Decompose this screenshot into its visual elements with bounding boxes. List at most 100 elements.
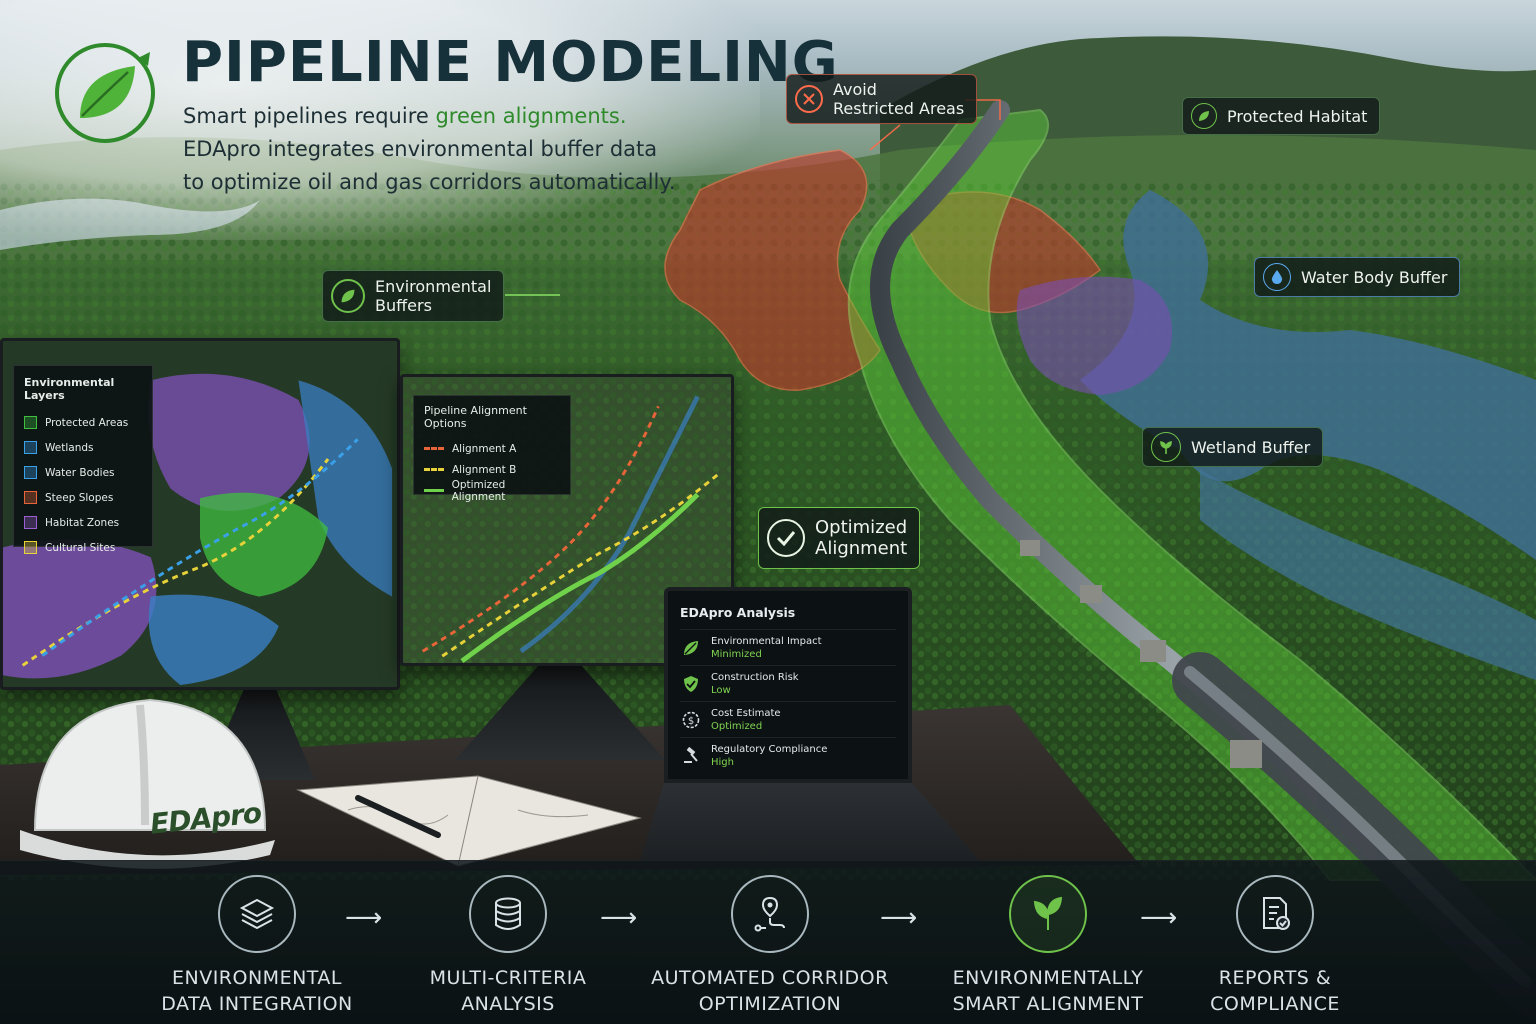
layer-label: Protected Areas <box>45 416 129 429</box>
report-check-icon <box>1236 875 1314 953</box>
layer-checkbox-icon[interactable] <box>24 491 37 504</box>
leaf-icon <box>1009 875 1087 953</box>
page-title: PIPELINE MODELING <box>182 30 839 95</box>
shield-check-icon <box>680 673 702 695</box>
options-list: Alignment A Alignment B Optimized Alignmen… <box>424 438 560 503</box>
layer-checkbox-icon[interactable] <box>24 416 37 429</box>
subtitle-highlight: green alignments. <box>435 104 627 128</box>
callout-environmental-buffers: Environmental Buffers <box>322 270 505 322</box>
option-label: Optimized Alignment <box>451 478 506 503</box>
arrow-right-icon: ⟶ <box>880 903 918 933</box>
panel-title: Pipeline Alignment Options <box>424 404 527 430</box>
layer-checkbox-icon[interactable] <box>24 441 37 454</box>
layer-label: Habitat Zones <box>45 516 120 529</box>
alignment-option[interactable]: Alignment A <box>424 438 560 459</box>
route-pin-icon <box>731 875 809 953</box>
option-label: Alignment A <box>452 442 517 455</box>
arrow-right-icon: ⟶ <box>345 903 383 933</box>
layer-checkbox-icon[interactable] <box>24 466 37 479</box>
layer-label: Wetlands <box>45 441 94 454</box>
arrow-right-icon: ⟶ <box>600 903 638 933</box>
line-swatch-icon <box>424 468 444 471</box>
database-icon <box>469 875 547 953</box>
layer-item[interactable]: Wetlands <box>24 435 142 460</box>
layer-checkbox-icon[interactable] <box>24 541 37 554</box>
panel-title: Environmental Layers <box>24 376 115 402</box>
callout-label: Avoid Restricted Areas <box>833 80 965 118</box>
analysis-value: Low <box>711 684 731 696</box>
analysis-title: EDApro Analysis <box>680 605 796 620</box>
laptop-keyboard <box>640 783 980 861</box>
step-label: AUTOMATED CORRIDOR OPTIMIZATION <box>651 967 889 1015</box>
page-subtitle: Smart pipelines require green alignments… <box>183 100 743 199</box>
subtitle-line-2: EDApro integrates environmental buffer d… <box>183 137 658 161</box>
analysis-label: Construction Risk <box>711 671 799 683</box>
subtitle-text: Smart pipelines require <box>183 104 436 128</box>
leaf-icon <box>1191 103 1217 129</box>
process-step: REPORTS & COMPLIANCE <box>1145 875 1405 1017</box>
layer-label: Water Bodies <box>45 466 115 479</box>
plant-icon <box>1151 432 1181 462</box>
check-circle-icon <box>767 519 805 557</box>
pen-icon <box>355 795 441 838</box>
callout-wetland-buffer: Wetland Buffer <box>1142 427 1324 467</box>
process-step: AUTOMATED CORRIDOR OPTIMIZATION <box>640 875 900 1017</box>
callout-avoid-restricted: Avoid Restricted Areas <box>786 74 978 124</box>
step-label: MULTI-CRITERIA ANALYSIS <box>429 967 587 1015</box>
step-label: ENVIRONMENTAL DATA INTEGRATION <box>161 967 353 1015</box>
callout-label: Environmental Buffers <box>375 277 492 315</box>
analysis-label: Regulatory Compliance <box>711 743 828 755</box>
layer-item[interactable]: Protected Areas <box>24 410 142 435</box>
gavel-icon <box>680 745 702 767</box>
process-step: ENVIRONMENTAL DATA INTEGRATION <box>127 875 387 1017</box>
dollar-gear-icon: $ <box>680 709 702 731</box>
process-strip: ENVIRONMENTAL DATA INTEGRATION ⟶ MULTI-CRI… <box>0 860 1536 1024</box>
step-label: ENVIRONMENTALLY SMART ALIGNMENT <box>952 967 1144 1015</box>
arrow-right-icon: ⟶ <box>1140 903 1178 933</box>
water-drop-icon <box>1263 263 1291 291</box>
layer-item[interactable]: Cultural Sites <box>24 535 142 560</box>
callout-label: Optimized Alignment <box>815 517 908 559</box>
notebook <box>296 775 642 867</box>
layer-item[interactable]: Water Bodies <box>24 460 142 485</box>
hard-hat-icon <box>20 698 275 869</box>
leaf-logo-icon <box>55 43 155 143</box>
line-swatch-icon <box>424 447 444 450</box>
layer-item[interactable]: Steep Slopes <box>24 485 142 510</box>
subtitle-line-3: to optimize oil and gas corridors automa… <box>183 170 676 194</box>
layer-item[interactable]: Habitat Zones <box>24 510 142 535</box>
line-swatch-icon <box>424 489 444 492</box>
option-label: Alignment B <box>452 463 517 476</box>
leaf-icon <box>331 279 365 313</box>
layers-icon <box>218 875 296 953</box>
alignment-option[interactable]: Optimized Alignment <box>424 478 560 503</box>
alignment-option[interactable]: Alignment B <box>424 459 560 480</box>
analysis-label: Cost Estimate <box>711 707 781 719</box>
process-step: ENVIRONMENTALLY SMART ALIGNMENT <box>918 875 1178 1017</box>
svg-text:$: $ <box>688 716 694 727</box>
callout-water-body-buffer: Water Body Buffer <box>1254 257 1461 297</box>
analysis-label: Environmental Impact <box>711 635 822 647</box>
leaf-icon <box>680 637 702 659</box>
river-lower <box>1200 470 1536 680</box>
header-backdrop <box>0 0 760 240</box>
habitat-zone <box>1016 276 1172 395</box>
callout-label: Wetland Buffer <box>1191 437 1311 457</box>
callout-label: Water Body Buffer <box>1301 267 1448 287</box>
river <box>1080 190 1536 560</box>
layer-checkbox-icon[interactable] <box>24 516 37 529</box>
close-circle-icon <box>795 85 823 113</box>
analysis-value: Optimized <box>711 720 763 732</box>
